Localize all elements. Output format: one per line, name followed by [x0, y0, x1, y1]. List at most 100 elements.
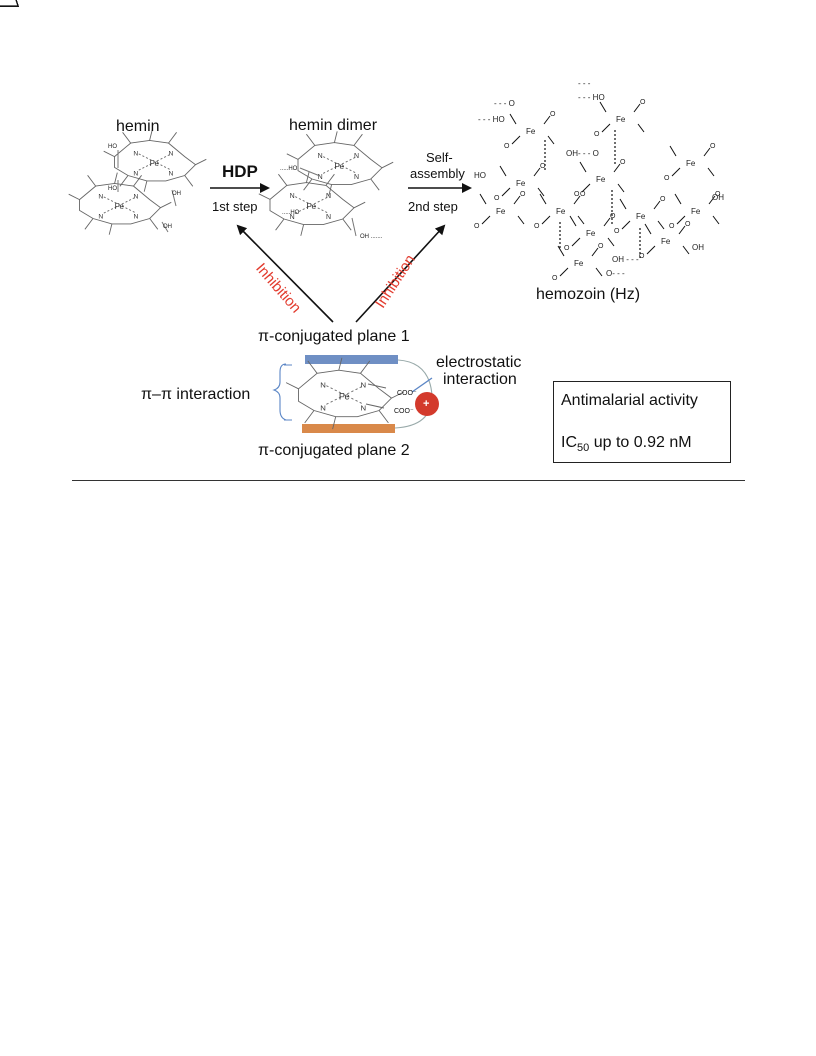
electrostatic-pointer: [411, 377, 433, 393]
hdp-label: HDP: [222, 162, 258, 181]
n-atom-label: N: [133, 150, 138, 157]
first-step-label: 1st step: [212, 199, 258, 214]
hemozoin-label: hemozoin (Hz): [536, 286, 641, 303]
porphyrin-methyls: [285, 357, 405, 430]
figure-divider-rule: [72, 480, 745, 481]
hemozoin-o-label: O: [550, 111, 556, 118]
hemozoin-o-label: O: [494, 195, 500, 202]
dimer-ho-label: .....HO: [282, 210, 300, 216]
self-label: Self-: [426, 150, 453, 165]
hemozoin-o-label: O: [534, 223, 540, 230]
hemozoin-o-label: O: [574, 191, 580, 198]
hemozoin-o-label: O: [685, 221, 691, 228]
hemozoin-o-label: O: [640, 99, 646, 106]
cation-circle: [415, 392, 439, 416]
pi-plane-1-bar: [305, 355, 398, 364]
fe-n-bonds: [322, 156, 358, 174]
dimer-ho-label: .....HO: [280, 166, 298, 172]
carboxylate-label-2: COO⁻: [394, 408, 414, 415]
hemin-dimer-label: hemin dimer: [289, 117, 378, 134]
plane1-label: π-conjugated plane 1: [258, 328, 410, 345]
hemin-ho-label: HO: [108, 186, 117, 192]
hemozoin-side-chains: [579, 161, 625, 193]
porphyrin-substituents: [84, 175, 159, 230]
n-atom-label: N: [354, 174, 359, 181]
hemozoin-o-label: O: [474, 223, 480, 230]
porphyrin-substituents: [303, 133, 380, 191]
hemozoin-fe-label: Fe: [616, 115, 626, 124]
hemozoin-o-label: O: [594, 131, 600, 138]
hemozoin-fe-label: Fe: [556, 207, 566, 216]
fe-atom-label: Fe: [339, 392, 350, 402]
porphyrin-ring: [114, 139, 197, 182]
hemozoin-plane: [0, 0, 19, 7]
n-atom-label: N: [133, 171, 138, 178]
hemozoin-o-label: O: [664, 175, 670, 182]
hemozoin-side-chains: [674, 193, 720, 225]
hemozoin-ho-label: - - - HO: [478, 115, 505, 124]
porphyrin-methyls: [286, 131, 394, 196]
hemozoin-o-label: O: [639, 253, 645, 260]
pi-plane-2-bar: [302, 424, 395, 433]
hemozoin-o-label: O: [520, 191, 526, 198]
dimer-oh-label: OH .......: [360, 234, 383, 240]
interaction-label: interaction: [443, 371, 517, 388]
n-atom-label: N: [361, 380, 367, 389]
pi-pi-bracket: [272, 363, 287, 421]
hemozoin-side-chains: [669, 145, 715, 177]
n-atom-label: N: [169, 171, 174, 178]
hemozoin-side-chains: [569, 215, 615, 247]
second-step-label: 2nd step: [408, 199, 458, 214]
n-atom-label: N: [98, 193, 103, 200]
bracket-ticks: [284, 364, 292, 421]
hemozoin-o-label: O: [660, 196, 666, 203]
n-atom-label: N: [98, 214, 103, 221]
hemozoin-fe-label: Fe: [596, 175, 606, 184]
fe-atom-label: Fe: [115, 202, 125, 211]
ic-text: up to 0.92 nM: [589, 434, 692, 451]
porphyrin-methyls: [103, 129, 207, 192]
antimalarial-activity-box: [553, 381, 731, 463]
porphyrin-ring: [269, 182, 355, 226]
porphyrin-ring: [79, 182, 162, 225]
hemozoin-fe-label: Fe: [496, 207, 506, 216]
hemozoin-oh-label: OH: [712, 193, 724, 202]
n-atom-label: N: [326, 214, 331, 221]
hemin-oh-label: OH: [172, 191, 181, 197]
n-atom-label: N: [318, 174, 323, 181]
n-atom-label: N: [320, 380, 326, 389]
hemozoin-o-label: O: [620, 159, 626, 166]
fe-atom-label: Fe: [150, 159, 160, 168]
porphyrin-substituents: [275, 173, 352, 231]
plane2-label: π-conjugated plane 2: [258, 442, 410, 459]
hemozoin-side-chains: [539, 193, 585, 225]
porphyrin-substituents: [119, 132, 194, 187]
hemozoin-fe-label: Fe: [686, 159, 696, 168]
fe-n-bonds: [138, 153, 172, 171]
fe-atom-label: Fe: [306, 201, 316, 211]
n-atom-label: N: [290, 214, 295, 221]
hemozoin-side-chains: [509, 113, 555, 145]
hemozoin-fe-label: Fe: [636, 212, 646, 221]
hemozoin-o-label: O: [715, 191, 721, 198]
fe-n-bonds: [103, 196, 137, 214]
hemozoin-oh-label: OH - - -: [612, 255, 639, 264]
hemozoin-side-chains: [599, 101, 645, 133]
porphyrin-methyls: [68, 172, 172, 235]
inhibition-arrow-left: [236, 224, 334, 323]
hemozoin-side-chains: [499, 165, 545, 197]
hemozoin-o-label: O- - -: [606, 269, 625, 278]
hemozoin-fe-label: Fe: [526, 127, 536, 136]
hemozoin-side-chains: [479, 193, 525, 225]
